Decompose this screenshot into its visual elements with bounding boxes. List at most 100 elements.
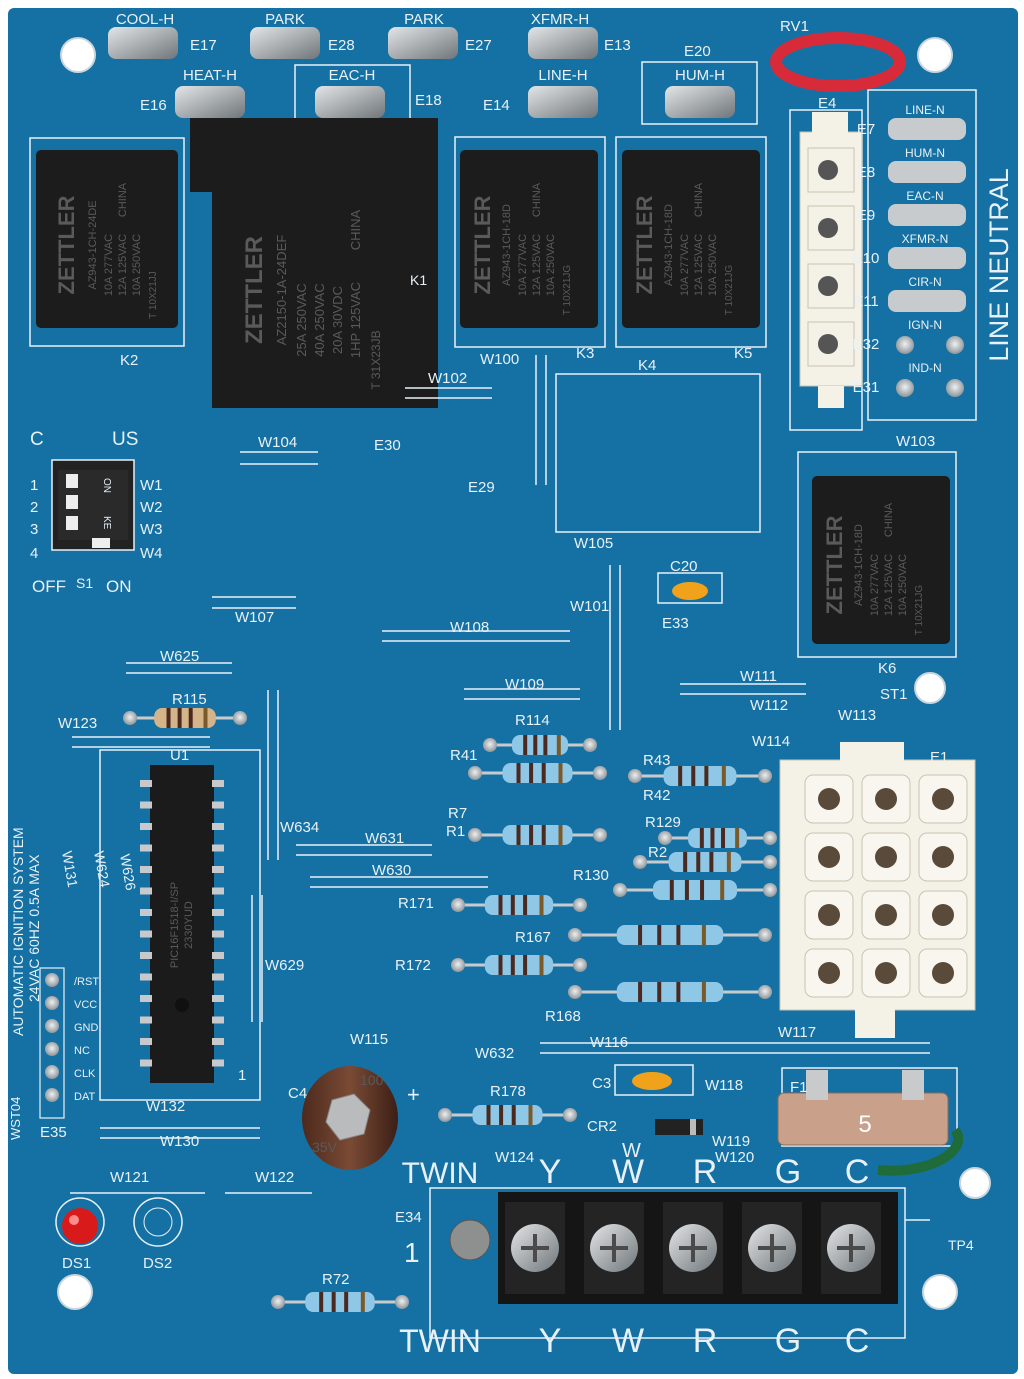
resistor-band bbox=[523, 735, 528, 755]
resistor-band bbox=[166, 708, 171, 728]
label-eac-h: EAC-H bbox=[329, 67, 376, 84]
thermostat-label-upper: R bbox=[693, 1153, 718, 1191]
relay-k6-brand: ZETTLER bbox=[822, 515, 847, 614]
resistor-band bbox=[486, 1105, 491, 1125]
relay-k3-model: AZ943-1CH-18D bbox=[501, 204, 513, 286]
solder-pad bbox=[593, 766, 607, 780]
resistor-band bbox=[541, 763, 546, 783]
header-pin bbox=[45, 1088, 59, 1102]
relay-k2-rating: 10A 250VAC bbox=[131, 234, 143, 296]
capacitor-c20 bbox=[672, 582, 708, 600]
relay-k2-model: AZ943-1CH-24DE bbox=[87, 200, 99, 289]
label-w123: W123 bbox=[58, 715, 97, 732]
resistor-band bbox=[691, 766, 696, 786]
solder-pad bbox=[613, 883, 627, 897]
solder-pad bbox=[758, 985, 772, 999]
dip-label-on: ON bbox=[106, 577, 132, 596]
resistor-band bbox=[516, 825, 521, 845]
solder-pad bbox=[468, 828, 482, 842]
label-cr2: CR2 bbox=[587, 1118, 617, 1135]
solder-pad bbox=[573, 958, 587, 972]
neutral-id: E31 bbox=[853, 379, 880, 396]
resistor-band bbox=[735, 828, 740, 848]
label-e20: E20 bbox=[684, 43, 711, 60]
resistor-band bbox=[558, 825, 563, 845]
spade-terminals-top bbox=[108, 27, 758, 125]
label-e35: E35 bbox=[40, 1124, 67, 1141]
connector-contact bbox=[818, 334, 838, 354]
label-park-1: PARK bbox=[265, 11, 305, 28]
relay-k5 bbox=[622, 150, 760, 328]
neutral-id: E8 bbox=[857, 164, 875, 181]
neutral-spade-terminal bbox=[888, 247, 966, 269]
resistor-band bbox=[516, 763, 521, 783]
dip-switch-s1[interactable] bbox=[51, 459, 135, 551]
mcu-pin bbox=[140, 973, 152, 981]
connector-contact bbox=[875, 846, 897, 868]
label-w629: W629 bbox=[265, 957, 304, 974]
relay-k3-brand: ZETTLER bbox=[470, 195, 495, 294]
label-w114: W114 bbox=[752, 733, 790, 750]
label-w103: W103 bbox=[896, 433, 935, 450]
connector-contact bbox=[818, 218, 838, 238]
neutral-label: CIR-N bbox=[908, 275, 941, 289]
neutral-spade-terminal bbox=[888, 204, 966, 226]
thermostat-label-lower: R bbox=[693, 1322, 718, 1360]
label-r41: R41 bbox=[450, 747, 478, 764]
mounting-hole bbox=[914, 672, 946, 704]
cap-marking-voltage: 35V bbox=[312, 1139, 338, 1155]
mcu-pin bbox=[212, 801, 224, 809]
resistor-band bbox=[511, 1105, 516, 1125]
label-w107: W107 bbox=[235, 609, 274, 626]
dip-ke-marker: KE bbox=[101, 516, 112, 530]
resistor-band bbox=[638, 982, 643, 1002]
neutral-id: E7 bbox=[857, 121, 875, 138]
relay-k3-code: T 10X21JG bbox=[562, 265, 573, 316]
relay-k1-rating: 40A 250VAC bbox=[312, 283, 327, 356]
relay-k5-brand: ZETTLER bbox=[632, 195, 657, 294]
dip-wire-w2: W2 bbox=[140, 499, 163, 516]
solder-pad bbox=[763, 831, 777, 845]
label-r43: R43 bbox=[643, 752, 671, 769]
resistor-band bbox=[704, 766, 709, 786]
header-pin bbox=[45, 1065, 59, 1079]
solder-pad bbox=[123, 711, 137, 725]
cap-marking-value: 100 bbox=[360, 1072, 384, 1088]
label-w120: W120 bbox=[715, 1149, 754, 1166]
neutral-spade-terminal bbox=[888, 118, 966, 140]
relay-k3-rating: 10A 250VAC bbox=[545, 234, 557, 296]
label-k2: K2 bbox=[120, 352, 138, 369]
label-w: W bbox=[622, 1140, 641, 1162]
relay-k2-code: T 10X21JJ bbox=[148, 271, 159, 319]
resistor-band bbox=[676, 982, 681, 1002]
solder-pad bbox=[593, 828, 607, 842]
solder-pad bbox=[451, 898, 465, 912]
label-k4: K4 bbox=[638, 357, 656, 374]
dip-label-s1: S1 bbox=[76, 575, 93, 591]
header-pin bbox=[45, 1042, 59, 1056]
label-w631: W631 bbox=[365, 830, 404, 847]
label-r129: R129 bbox=[645, 814, 681, 831]
dip-wire-w1: W1 bbox=[140, 477, 163, 494]
relay-k6-rating: 12A 125VAC bbox=[883, 554, 895, 616]
label-w626: W626 bbox=[117, 853, 139, 892]
label-e4: E4 bbox=[818, 95, 836, 112]
relay-k2-rating: 12A 125VAC bbox=[117, 234, 129, 296]
relay-k2-origin: CHINA bbox=[117, 182, 129, 217]
solder-pad bbox=[763, 883, 777, 897]
led-ds1 bbox=[62, 1208, 98, 1244]
label-k5: K5 bbox=[734, 345, 752, 362]
label-r7: R7 bbox=[448, 805, 467, 822]
neutral-id: E9 bbox=[857, 207, 875, 224]
resistor-band bbox=[344, 1292, 349, 1312]
label-r172: R172 bbox=[395, 957, 431, 974]
fuse-f1 bbox=[777, 1070, 949, 1146]
dip-pos-4: 4 bbox=[30, 545, 38, 562]
label-w115: W115 bbox=[350, 1031, 388, 1048]
resistor-band bbox=[360, 1292, 365, 1312]
resistor-band bbox=[510, 895, 515, 915]
resistor-band bbox=[529, 825, 534, 845]
resistor-band bbox=[523, 895, 528, 915]
mcu-pin bbox=[212, 1038, 224, 1045]
connector-slot bbox=[807, 263, 855, 309]
